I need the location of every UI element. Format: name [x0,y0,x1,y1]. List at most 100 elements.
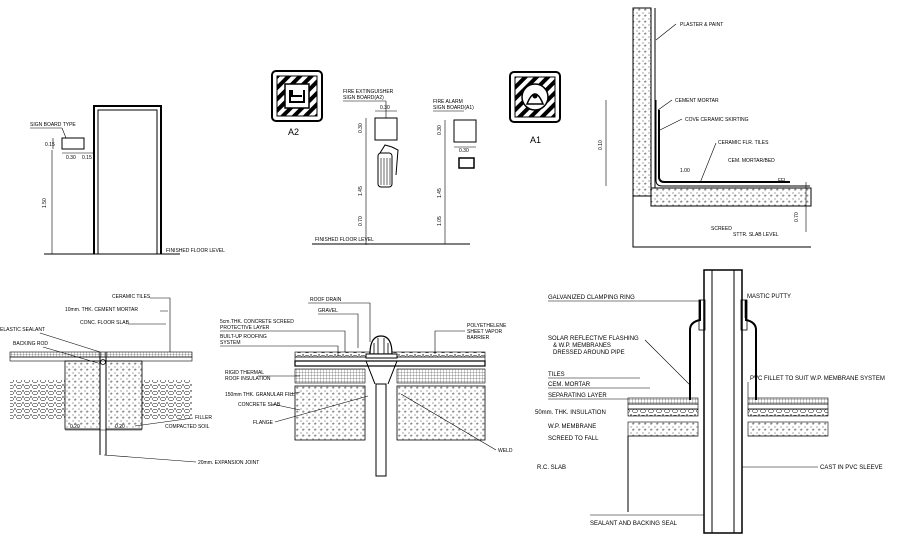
structural-slab-label: STTR. SLAB LEVEL [733,232,779,238]
pvc-fillet-label: PVC FILLET TO SUIT W.P. MEMBRANE SYSTEM [750,376,885,382]
floor-slab-ej-label: CONC. FLOOR SLAB [80,320,130,326]
screed-layer-label: 5cm.THK. CONCRETE SCREED [220,319,294,325]
compacted-soil-label: COMPACTED SOIL [165,424,210,430]
dim-screed-depth: 0.70 [794,212,800,222]
screed-label: SCREED [711,226,732,232]
plaster-label: PLASTER & PAINT [680,22,723,28]
ceramic-tiles-label: CERAMIC FLR. TILES [718,140,769,146]
ej-slab-left [64,360,101,430]
clamping-ring-left [698,299,706,331]
door-sign-detail: SIGN BOARD TYPE 0.15 0.30 0.15 1.50 FINI… [30,105,225,255]
pipe-tiles-right [747,397,829,405]
pipe-tiles-left [627,397,699,405]
a2-sign-board [374,117,398,141]
backing-rod-label: BACKING ROD [13,341,48,347]
pipe-penetration-detail: GALVANIZED CLAMPING RING MASTIC PUTTY SO… [535,269,885,534]
separating-layer-label: SEPARATING LAYER [548,393,607,399]
builtup-label-2: SYSTEM [220,340,241,346]
tiles-label: TILES [548,372,565,378]
clamping-ring-label: GALVANIZED CLAMPING RING [548,295,635,301]
elastic-sealant-label: ELASTIC SEALANT [0,327,45,333]
mortar-ej-label: 10mm. THK. CEMENT MORTAR [65,307,138,313]
filler-label: FILLER [195,415,212,421]
solar-flashing-label-2: & W.P. MEMBRANES [553,343,611,349]
rd-slab-right [396,385,486,441]
cem-mortar-bed-label: CEM. MORTAR/BED [728,158,775,164]
dim-sign-height: 0.15 [45,142,55,148]
dim-a1-height: 0.30 [437,125,443,135]
cement-mortar-label: CEMENT MORTAR [675,98,719,104]
floor-screed [650,187,812,207]
cem-mortar-label: CEM. MORTAR [548,382,591,388]
dim-a1-low: 1.05 [437,216,443,226]
solar-flashing-label: SOLAR REFLECTIVE FLASHING [548,336,639,342]
sign-board-type-label: SIGN BOARD TYPE [30,122,76,128]
dim-ej-right: 0.20 [115,424,125,430]
door-frame [93,105,162,254]
expansion-joint-label: 20mm. EXPANSION JOINT [198,460,259,466]
ffl-label: FFL [778,178,787,184]
rd-insulation-right [396,368,486,384]
rd-slab-left [294,385,366,441]
dim-sign-width: 0.30 [66,155,76,161]
rd-insulation-left [294,368,366,384]
extinguisher-elevation: FIRE EXTINGUISHER SIGN BOARD(A2) 0.30 0.… [312,89,470,245]
roof-drain-detail: ROOF DRAIN GRAVEL 5cm.THK. CONCRETE SCRE… [220,297,513,477]
flange-label: FLANGE [253,420,274,426]
poly-label-3: BARRIER [467,335,490,341]
granular-fill-label: 150mm THK. GRANULAR FILL [225,392,295,398]
alarm-subtitle: SIGN BOARD(A1) [433,105,474,111]
fire-alarm-box [458,157,475,169]
pipe-sleeve [703,269,743,534]
alarm-elevation: FIRE ALARM SIGN BOARD(A1) 0.30 1.45 1.05… [433,99,477,244]
solar-flashing-label-3: DRESSED AROUND PIPE [553,350,625,356]
dim-skirting-height: 0.10 [598,140,604,150]
dim-sign-gap: 0.15 [82,155,92,161]
sign-board [61,137,85,150]
ej-gravel-right [142,380,192,420]
sign-a1-label: A1 [530,135,541,145]
ej-slab-right [105,360,143,430]
rigid-insulation-label: RIGID THERMAL [225,370,264,376]
pipe-insulation-right [747,408,829,417]
rc-slab-label: R.C. SLAB [537,465,566,471]
dim-a2-low: 0.70 [358,216,364,226]
screed-layer-label-2: PROTECTIVE LAYER [220,325,270,331]
extinguisher-subtitle: SIGN BOARD(A2) [343,95,384,101]
pipe-screed-left [627,421,699,437]
cove-skirting-label: COVE CERAMIC SKIRTING [685,117,749,123]
clamping-ring-right [740,299,748,331]
dim-skirting-small: 1.00 [680,168,690,174]
poly-label-2: SHEET VAPOR [467,329,502,335]
a2-floor-label: FINISHED FLOOR LEVEL [315,237,374,243]
screed-to-fall-label: SCREED TO FALL [548,436,599,442]
dim-a2-mid: 1.45 [358,186,364,196]
ej-gravel-left [10,380,65,420]
weld-label: WELD [498,448,513,454]
roof-drain-dome-icon [365,335,398,359]
mastic-putty-label: MASTIC PUTTY [747,294,791,300]
pipe-insulation-left [627,408,699,417]
wp-membrane-label: W.P. MEMBRANE [548,424,596,430]
builtup-label: BUILT-UP ROOFING [220,334,267,340]
poly-label: POLYETHELENE [467,323,507,329]
rigid-insulation-label-2: ROOF INSULATION [225,376,271,382]
fire-extinguisher-icon [377,144,399,188]
pipe-screed-right [747,421,829,437]
drain-pipe [375,383,387,477]
concrete-slab-label: CONCRETE SLAB [238,402,281,408]
fire-extinguisher-sign-icon [289,90,305,103]
skirting-detail: PLASTER & PAINT CEMENT MORTAR COVE CERAM… [598,7,812,248]
dim-a1-mid: 1.45 [437,188,443,198]
ceramic-tiles-ej-label: CERAMIC TILES [112,294,151,300]
roof-drain-label: ROOF DRAIN [310,297,342,303]
expansion-joint-detail: CERAMIC TILES 10mm. THK. CEMENT MORTAR C… [0,294,259,466]
backing-rod [100,359,106,365]
dim-a1-width: 0.30 [459,148,469,154]
sign-a2-label: A2 [288,127,299,137]
floor-level-label: FINISHED FLOOR LEVEL [166,248,225,254]
gravel-label: GRAVEL [318,308,338,314]
ej-tiles [9,351,193,358]
pvc-sleeve-label: CAST IN PVC SLEEVE [820,465,883,471]
a1-sign-board [453,119,477,143]
